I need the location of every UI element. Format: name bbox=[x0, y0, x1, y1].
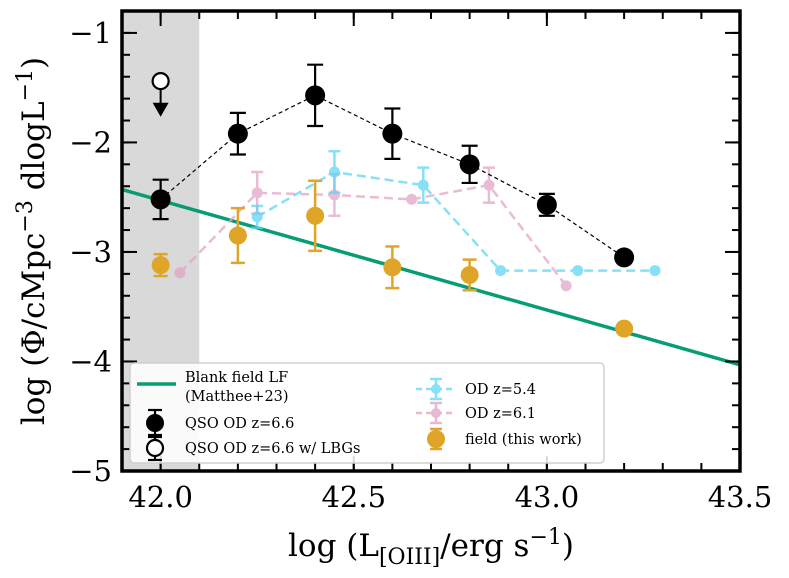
qso-series bbox=[150, 63, 635, 268]
od61-point bbox=[483, 179, 495, 191]
legend-label-field: field (this work) bbox=[465, 432, 582, 448]
field-point bbox=[228, 226, 247, 245]
legend-marker-qso-od bbox=[146, 408, 164, 437]
od61-point bbox=[406, 193, 418, 205]
field-series bbox=[151, 179, 634, 338]
od54-line bbox=[256, 170, 656, 272]
x-tick-label: 42.5 bbox=[321, 480, 386, 514]
legend-marker-od54 bbox=[416, 377, 456, 401]
od54-point bbox=[649, 265, 661, 277]
y-tick-label: −2 bbox=[69, 125, 112, 159]
x-tick-label: 42.0 bbox=[128, 480, 193, 514]
field-point bbox=[615, 319, 634, 338]
x-tick-label: 43.0 bbox=[515, 480, 580, 514]
od54-series bbox=[251, 149, 661, 277]
od54-point bbox=[328, 166, 340, 178]
y-axis-label: log (Φ/cMpc−3 dlogL−1) bbox=[13, 57, 52, 425]
y-tick-label: −4 bbox=[69, 344, 112, 378]
od61-point bbox=[174, 267, 186, 279]
plot-frame bbox=[120, 9, 742, 473]
legend-label-qso-od-lbgs: QSO OD z=6.6 w/ LBGs bbox=[185, 441, 360, 457]
legend-label-blank-field-lf-ref: (Matthee+23) bbox=[185, 389, 289, 405]
qso-point bbox=[459, 154, 480, 175]
qso-point bbox=[536, 194, 557, 215]
tick-labels: 42.0 42.5 43.0 43.5 −5 −4 −3 −2 −1 bbox=[69, 16, 772, 514]
field-point bbox=[151, 256, 170, 275]
legend-point bbox=[431, 384, 441, 394]
y-tick-label: −5 bbox=[69, 454, 112, 488]
qso-point bbox=[614, 247, 635, 268]
blank-field-lf-line bbox=[122, 187, 740, 367]
qso-point bbox=[305, 85, 326, 106]
legend-box bbox=[129, 362, 605, 464]
legend-label-blank-field-lf: Blank field LF bbox=[185, 370, 288, 386]
plot-area bbox=[122, 63, 740, 367]
legend-marker-qso-od-lbgs bbox=[145, 435, 165, 462]
od61-point bbox=[251, 187, 263, 199]
field-point bbox=[460, 265, 479, 284]
od61-point bbox=[560, 280, 572, 292]
od54-point bbox=[495, 265, 507, 277]
qso-point bbox=[150, 189, 171, 210]
y-tick-label: −1 bbox=[69, 16, 112, 50]
qso-lbg-point bbox=[151, 71, 170, 91]
qso-point bbox=[227, 123, 248, 144]
od61-line bbox=[179, 183, 568, 287]
y-tick-label: −3 bbox=[69, 235, 112, 269]
x-tick-label: 43.5 bbox=[708, 480, 773, 514]
qso-point bbox=[382, 123, 403, 144]
legend-point bbox=[427, 430, 445, 448]
legend-label-od61: OD z=6.1 bbox=[465, 406, 536, 422]
upper-limit-arrow-head bbox=[152, 102, 169, 117]
field-point bbox=[383, 258, 402, 277]
qso-lbg-upper-limit bbox=[151, 71, 170, 117]
legend-point bbox=[431, 408, 441, 418]
x-axis-label: log (L[OIII]/erg s−1) bbox=[288, 525, 574, 570]
legend-marker-field bbox=[427, 427, 445, 451]
legend-marker-od61 bbox=[416, 401, 456, 425]
od61-series bbox=[174, 166, 572, 292]
od54-point bbox=[572, 265, 584, 277]
legend-label-qso-od: QSO OD z=6.6 bbox=[185, 416, 294, 432]
field-point bbox=[306, 206, 325, 225]
legend-label-od54: OD z=5.4 bbox=[465, 382, 536, 398]
od54-point bbox=[251, 211, 263, 223]
od54-point bbox=[417, 179, 429, 191]
legend: Blank field LF (Matthee+23) QSO OD z=6.6… bbox=[129, 362, 605, 464]
